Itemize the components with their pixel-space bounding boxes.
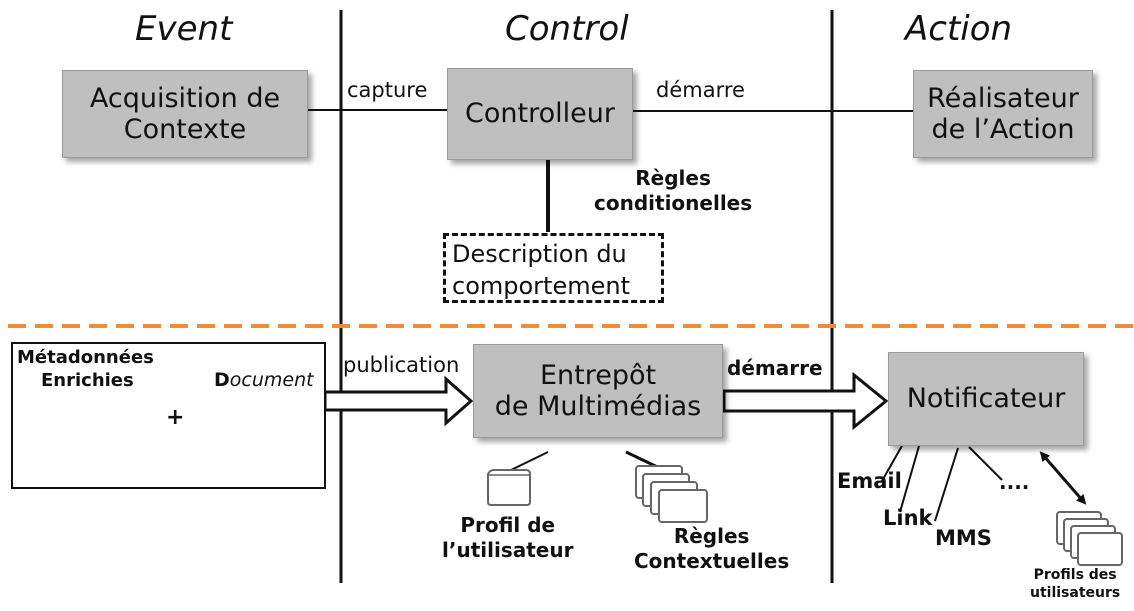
document-label-rest: ocument [229,369,314,391]
email-channel-line [881,443,904,482]
header-action: Action [905,9,1013,49]
extra-channel-line [968,446,1003,481]
regles-line1: Règles [673,524,750,548]
description-line1: Description du [452,240,627,268]
documents-stack-icon [635,465,708,523]
profils-line2: utilisateurs [1030,585,1121,602]
metadata-line1: Métadonnées [17,347,154,368]
rules-label: Règles conditionelles [594,166,752,216]
publication-label: publication [343,353,460,377]
acquisition-box: Acquisition de Contexte [62,70,308,158]
notificateur-label: Notificateur [906,383,1066,415]
entrepot-line2: de Multimédias [494,391,702,422]
demarre-label-top: démarre [656,78,745,102]
rules-line1: Règles [635,166,711,190]
metadata-document-box [11,342,326,489]
profil-line1: Profil de [460,513,556,537]
controller-label: Controlleur [465,98,615,130]
description-line2: comportement [452,272,630,300]
plus-sign: + [166,405,185,430]
user-profiles-icon [1056,511,1123,566]
metadata-label: Métadonnées Enrichies [17,347,154,392]
document-label: Document [214,369,314,392]
controller-box: Controlleur [447,68,633,160]
capture-label: capture [347,78,428,102]
description-box: Description du comportement [443,233,664,303]
profil-line2: l’utilisateur [442,538,574,562]
regles-line2: Contextuelles [634,549,790,573]
profil-connector [506,451,549,473]
header-event: Event [135,9,233,49]
entrepot-line1: Entrepôt [539,359,657,391]
users-double-arrow [1039,451,1087,505]
realisateur-line2: de l’Action [931,114,1075,145]
mms-label: MMS [935,526,992,550]
document-icon [487,469,531,506]
entrepot-box: Entrepôt de Multimédias [473,344,723,438]
profil-label: Profil de l’utilisateur [442,513,573,563]
link-label: Link [883,506,933,530]
demarre-label-bottom: démarre [727,356,823,380]
publication-arrow [323,375,474,427]
notificateur-box: Notificateur [888,352,1084,446]
acquisition-line2: Contexte [123,114,247,145]
realisateur-box: Réalisateur de l’Action [913,70,1093,158]
profils-line1: Profils des [1033,567,1117,583]
demarre-arrow [722,371,889,431]
regles-contextuelles-label: Règles Contextuelles [634,524,789,574]
realisateur-line1: Réalisateur [927,82,1079,114]
email-label: Email [837,469,902,493]
mms-channel-line [934,447,959,522]
header-control: Control [505,9,629,49]
rules-line2: conditionelles [594,191,753,215]
acquisition-line1: Acquisition de [89,82,281,114]
metadata-line2: Enrichies [41,369,134,391]
ellipsis-label: .... [999,470,1030,494]
document-label-first: D [214,369,230,391]
profils-label: Profils des utilisateurs [1030,566,1120,602]
link-channel-line [899,445,920,513]
